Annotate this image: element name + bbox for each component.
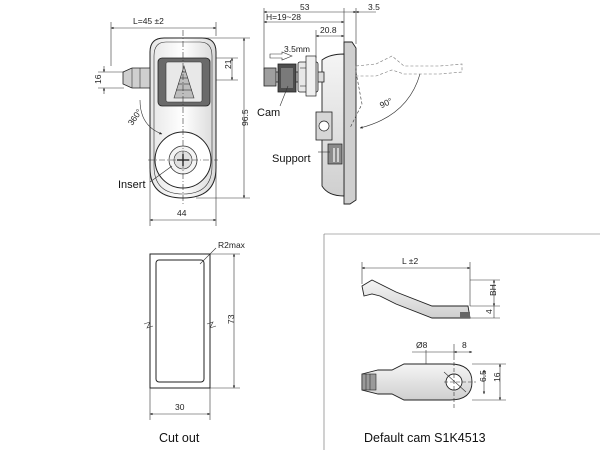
cutout-radius: R2max	[218, 240, 246, 250]
cutout-outer	[149, 253, 211, 389]
dim-53: 53	[300, 2, 310, 12]
default-cam-caption: Default cam S1K4513	[364, 431, 486, 445]
nut	[263, 67, 277, 87]
dim-30: 30	[175, 402, 185, 412]
cam-side-profile	[361, 279, 471, 319]
dim-l-pm2: L ±2	[402, 256, 418, 266]
dim-dia8: Ø8	[416, 340, 428, 350]
dim-16-cam: 16	[492, 372, 502, 382]
dim-3-5mm: 3.5mm	[284, 44, 310, 54]
flange-plate	[343, 41, 357, 205]
default-cam-view: L ±2 BH 4 Ø8 8 6.5 16 Default cam S1K451…	[361, 256, 506, 445]
stroke-arrow	[269, 51, 293, 61]
dim-l45: L=45 ±2	[133, 16, 164, 26]
cutout-inner	[155, 259, 205, 383]
section-divider	[323, 233, 600, 450]
side-view: 90° 53 3.5 H=19~28 20.8 3.5mm	[257, 2, 463, 205]
front-view: 360° L=45 ±2 16 21 96.5 44 Insert	[93, 16, 250, 226]
latch-tongue	[122, 67, 151, 89]
dim-6-5: 6.5	[478, 370, 488, 382]
dim-44: 44	[177, 208, 187, 218]
dim-16-front: 16	[93, 74, 103, 84]
dim-3-5: 3.5	[368, 2, 380, 12]
dim-4: 4	[484, 309, 494, 314]
dim-73: 73	[226, 314, 236, 324]
dim-8: 8	[462, 340, 467, 350]
dim-21: 21	[223, 59, 233, 69]
support-label: Support	[272, 153, 311, 165]
dim-h: H=19~28	[266, 12, 301, 22]
insert-label: Insert	[118, 179, 146, 191]
side-angle-label: 90°	[378, 96, 394, 110]
dim-bh: BH	[488, 284, 498, 296]
cutout-caption: Cut out	[159, 431, 200, 445]
dim-20-8: 20.8	[320, 25, 337, 35]
handle-grip	[173, 64, 195, 99]
cam-label: Cam	[257, 107, 280, 119]
cutout-view: R2max 73 30 Cut out	[143, 240, 246, 445]
dim-96-5: 96.5	[240, 109, 250, 126]
